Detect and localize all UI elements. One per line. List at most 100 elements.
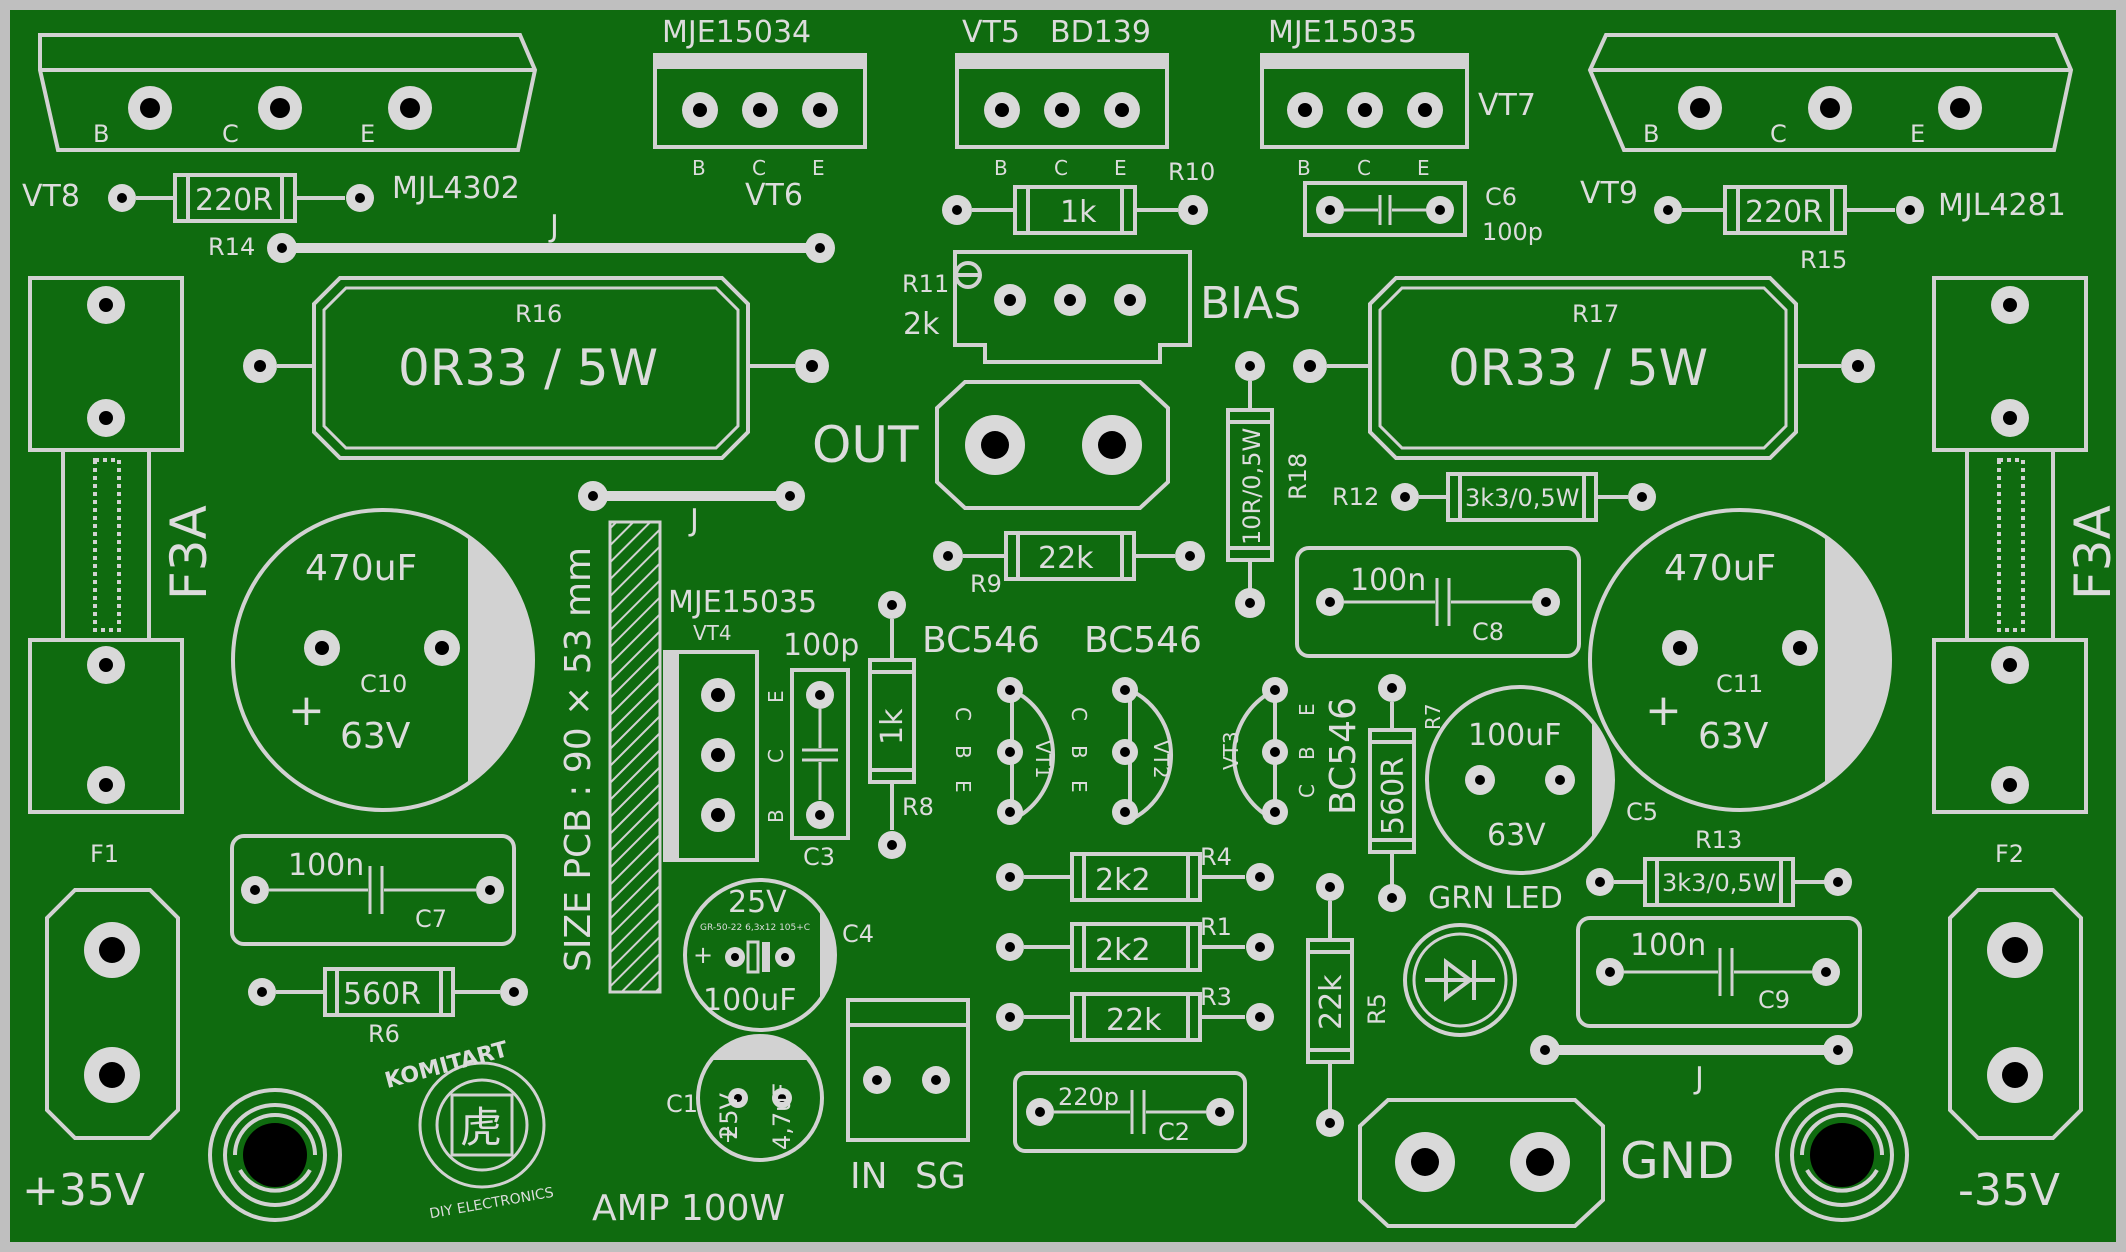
plus35-label: +35V [22, 1165, 145, 1216]
r4-value: 2k2 [1095, 863, 1151, 898]
r16-resistor: R16 0R33 / 5W [243, 276, 829, 460]
vt2-type: BC546 [1084, 620, 1202, 661]
c7-capacitor: 100n C7 [230, 834, 516, 946]
in-label: IN [850, 1156, 888, 1197]
r14-value: 220R [195, 183, 273, 218]
r14-resistor: VT8 220R MJL4302 R14 [22, 171, 520, 261]
c11-label: C11 [1716, 670, 1763, 698]
f2-label: F2 [1995, 840, 2024, 868]
vt7-pin-b: B [1297, 156, 1311, 180]
c2-value: 220p [1058, 1083, 1119, 1111]
c4-capacitor: 25V GR-50-22 6,3x12 105+C + 100uF C4 [683, 878, 874, 1032]
c10-plus: + [288, 685, 325, 736]
vt2-pin-e: E [1067, 780, 1091, 793]
vt6-label: VT6 [745, 178, 803, 213]
r6-resistor: 560R R6 [248, 967, 528, 1048]
heatsink-mark: SIZE PCB : 90 × 53 mm [558, 520, 662, 994]
gnd-connector: GND [1358, 1098, 1735, 1228]
vt9-power-transistor: B C E [1587, 33, 2074, 152]
c3-label: C3 [803, 843, 835, 871]
r12-value: 3k3/0,5W [1465, 484, 1579, 512]
vt7-pin-e: E [1417, 156, 1430, 180]
r13-value: 3k3/0,5W [1662, 869, 1776, 897]
c7-label: C7 [415, 905, 447, 933]
r5-value: 22k [1314, 974, 1349, 1030]
r15-value: 220R [1745, 195, 1823, 230]
r14-label: R14 [208, 233, 255, 261]
amp-title: AMP 100W [592, 1188, 785, 1229]
r9-value: 22k [1038, 541, 1094, 576]
vt7-transistor: MJE15035 B C E VT7 [1260, 15, 1536, 180]
vt6-pin-b: B [692, 156, 706, 180]
c9-capacitor: 100n C9 [1576, 916, 1862, 1028]
r18-label: R18 [1284, 453, 1312, 500]
vt3-label: VT3 [1219, 731, 1243, 770]
r1-resistor: 2k2 R1 [996, 913, 1274, 972]
r3-value: 22k [1106, 1003, 1162, 1038]
c9-value: 100n [1630, 928, 1706, 963]
c11-value: 470uF [1664, 548, 1776, 589]
c3-capacitor: 100p C3 [783, 628, 859, 871]
r8-label: R8 [902, 793, 934, 821]
vt8-pin-c: C [222, 120, 239, 148]
r11-label: R11 [902, 270, 949, 298]
vt5-pin-b: B [994, 156, 1008, 180]
out-label: OUT [812, 416, 919, 474]
c8-value: 100n [1350, 563, 1426, 598]
jumper-bottom: J [1530, 1035, 1853, 1096]
vt1-type: BC546 [922, 620, 1040, 661]
r6-label: R6 [368, 1020, 400, 1048]
vt4-pin-c: C [764, 749, 788, 763]
r17-label: R17 [1572, 300, 1619, 328]
vt8-power-transistor: B C E [38, 33, 538, 152]
c5-voltage: 63V [1487, 818, 1546, 853]
vt2-label: VT2 [1149, 740, 1173, 779]
r15-label: R15 [1800, 246, 1847, 274]
mjl4302-label: MJL4302 [392, 171, 520, 206]
r9-resistor: 22k R9 [933, 531, 1205, 598]
r3-resistor: 22k R3 [996, 983, 1274, 1042]
c6-value: 100p [1482, 218, 1543, 246]
r10-resistor: R10 1k [942, 158, 1215, 235]
vt7-label: VT7 [1478, 88, 1536, 123]
vt1-pin-b: B [951, 745, 975, 759]
jumper-top-label: J [548, 209, 559, 244]
c3-value: 100p [783, 628, 859, 663]
c1-voltage: 25V [715, 1092, 743, 1140]
c1-label: C1 [666, 1090, 698, 1118]
jumper-top: J [267, 209, 835, 263]
r6-value: 560R [343, 977, 421, 1012]
r18-resistor: 10R/0,5W R18 [1226, 351, 1312, 618]
vt9-label: VT9 [1580, 176, 1638, 211]
r12-resistor: R12 3k3/0,5W [1332, 472, 1656, 522]
minus35-label: -35V [1958, 1165, 2060, 1216]
vt5-transistor: VT5 BD139 B C E [955, 15, 1169, 180]
c4-code: GR-50-22 6,3x12 105+C [700, 923, 810, 933]
r4-label: R4 [1200, 843, 1232, 871]
mounting-hole-left [208, 1088, 342, 1222]
vt9-pin-b: B [1643, 120, 1659, 148]
vt5-pin-e: E [1114, 156, 1127, 180]
vt6-type: MJE15034 [662, 15, 811, 50]
c11-capacitor: 470uF C11 63V + [1588, 508, 1892, 812]
r8-value: 1k [875, 708, 910, 745]
bias-label: BIAS [1200, 278, 1301, 329]
c11-voltage: 63V [1698, 716, 1769, 757]
board [10, 10, 2116, 1242]
vt4-pin-b: B [764, 809, 788, 823]
led-label: GRN LED [1428, 881, 1563, 916]
c4-voltage: 25V [728, 885, 787, 920]
c8-label: C8 [1472, 618, 1504, 646]
vt7-type: MJE15035 [1268, 15, 1417, 50]
f1-label: F1 [90, 840, 119, 868]
sg-label: SG [915, 1156, 966, 1197]
c11-plus: + [1645, 685, 1682, 736]
vt8-pin-b: B [93, 120, 109, 148]
vt5-pin-c: C [1054, 156, 1068, 180]
c6-label: C6 [1485, 183, 1517, 211]
vt2-transistor: BC546 VT2 C B E [1067, 620, 1202, 825]
f1-rating: F3A [160, 505, 218, 600]
c10-value: 470uF [305, 548, 417, 589]
input-connector: IN SG [846, 998, 970, 1197]
